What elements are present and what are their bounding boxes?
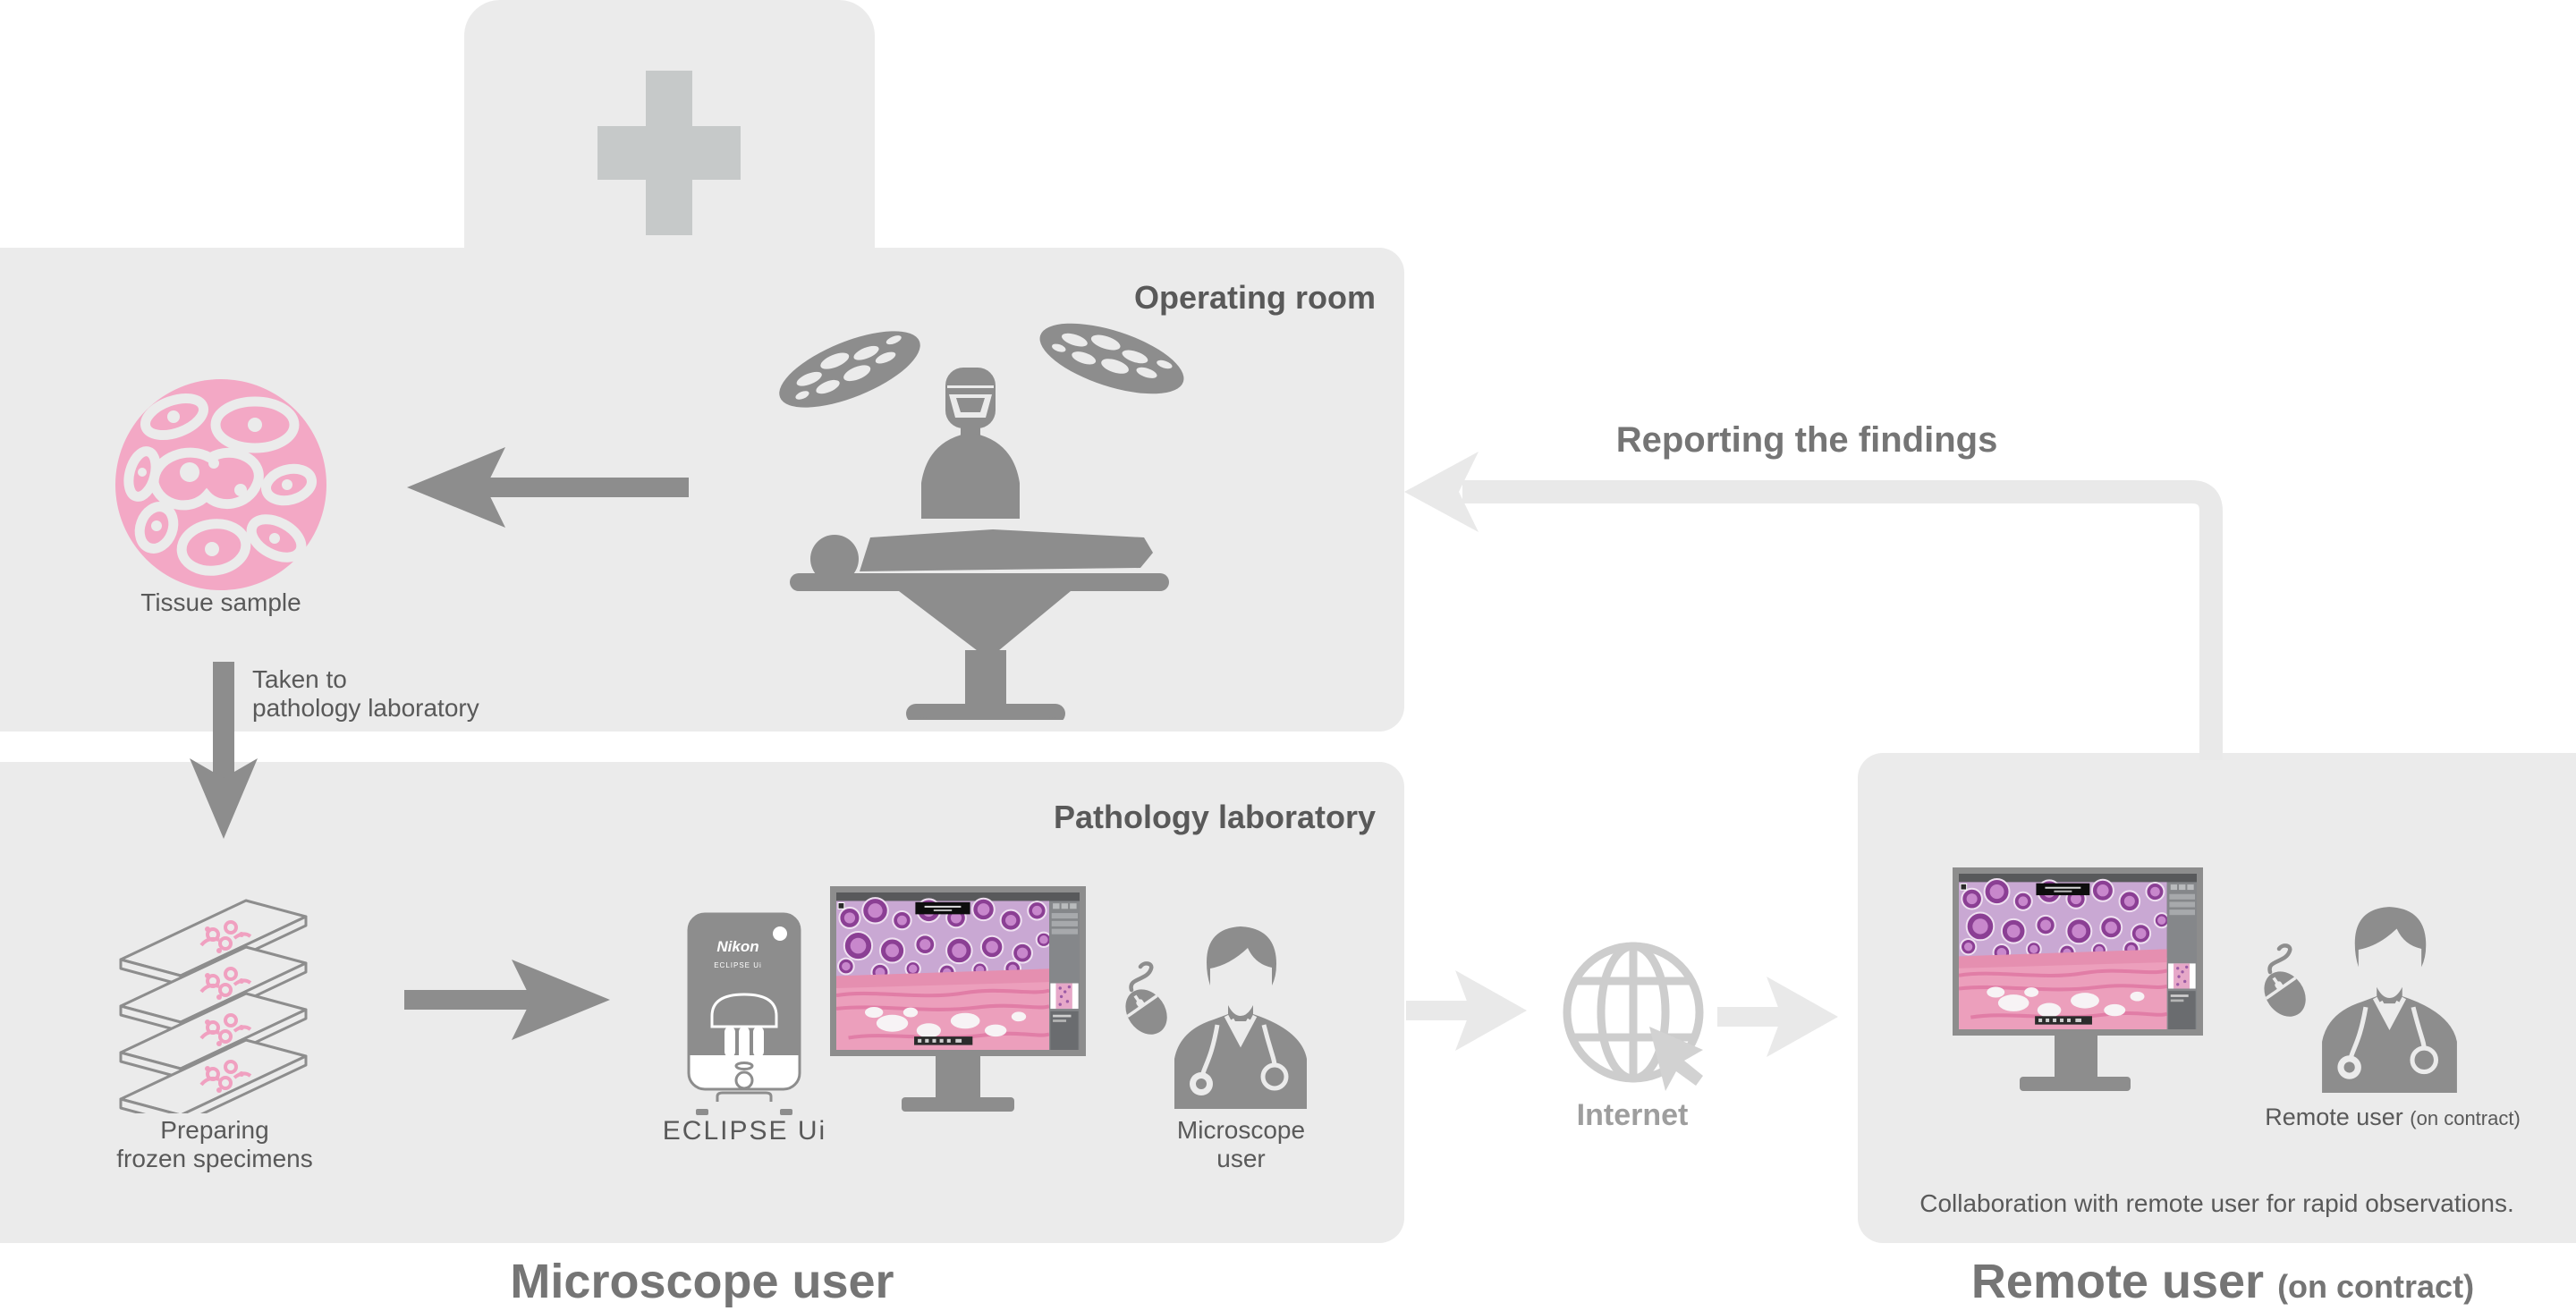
monitor-remote	[1953, 867, 2203, 1036]
patient-table-icon	[790, 529, 1169, 720]
reporting-label: Reporting the findings	[1615, 420, 1998, 460]
footer-remote-user-contract: (on contract)	[2277, 1268, 2475, 1305]
eclipse-ui-label: ECLIPSE Ui	[662, 1116, 827, 1146]
tissue-sample-icon	[115, 379, 326, 590]
arrow-down-icon	[190, 662, 258, 839]
reporting-arrow-icon	[1404, 452, 2223, 760]
remote-user-label-main: Remote user	[2265, 1104, 2403, 1130]
internet-label: Internet	[1576, 1098, 1689, 1132]
monitor-remote-base	[2020, 1077, 2131, 1091]
doctor-icon-remote	[2322, 907, 2457, 1093]
globe-icon	[1563, 942, 1704, 1091]
microscope-user-label: Microscope user	[1149, 1116, 1333, 1173]
surgical-light-icon	[779, 331, 920, 408]
arrow-right-icon	[404, 960, 610, 1040]
remote-user-label: Remote user (on contract)	[2200, 1104, 2576, 1131]
mouse-icon	[1125, 961, 1167, 1035]
eclipse-ui-device-icon: Nikon ECLIPSE Ui	[687, 912, 801, 1115]
microscope-user-label-line2: user	[1216, 1145, 1266, 1172]
specimens-label-line1: Preparing	[160, 1116, 269, 1144]
monitor-pathology-screen	[836, 892, 1080, 1050]
surgeon-icon	[921, 368, 1020, 519]
specimens-label: Preparing frozen specimens	[67, 1116, 362, 1173]
transfer-label-line2: pathology laboratory	[252, 694, 479, 722]
operating-scene	[779, 323, 1184, 720]
monitor-remote-neck	[2055, 1036, 2097, 1077]
monitor-pathology-neck	[936, 1056, 980, 1097]
operating-room-header: Operating room	[1133, 279, 1376, 316]
doctor-icon	[1174, 926, 1307, 1109]
hospital-cross-icon	[597, 71, 741, 235]
device-model-text: ECLIPSE Ui	[714, 961, 762, 969]
transfer-label: Taken to pathology laboratory	[252, 665, 479, 723]
specimen-slides-icon	[119, 899, 308, 1113]
footer-remote-user-title: Remote user (on contract)	[1905, 1254, 2540, 1309]
monitor-pathology	[830, 886, 1086, 1056]
light-arrow-to-internet-icon	[1406, 970, 1527, 1051]
microscope-user-label-line1: Microscope	[1176, 1116, 1306, 1144]
monitor-remote-screen	[1959, 874, 2197, 1029]
footer-microscope-user-title: Microscope user	[510, 1255, 894, 1308]
footer-remote-user-main: Remote user	[1970, 1255, 2265, 1308]
mouse-icon-remote	[2264, 943, 2306, 1017]
tissue-sample-label: Tissue sample	[140, 588, 301, 616]
monitor-pathology-base	[902, 1097, 1014, 1112]
light-arrow-from-internet-icon	[1717, 977, 1838, 1057]
specimens-label-line2: frozen specimens	[116, 1145, 313, 1172]
remote-user-label-contract: (on contract)	[2410, 1107, 2521, 1129]
surgical-light-icon-2	[1039, 323, 1184, 394]
collaboration-note: Collaboration with remote user for rapid…	[1919, 1189, 2514, 1217]
pathology-header: Pathology laboratory	[1053, 799, 1376, 835]
arrow-left-icon	[407, 447, 689, 528]
device-brand-text: Nikon	[716, 938, 758, 955]
cursor-icon	[1649, 1027, 1703, 1091]
transfer-label-line1: Taken to	[252, 665, 347, 693]
